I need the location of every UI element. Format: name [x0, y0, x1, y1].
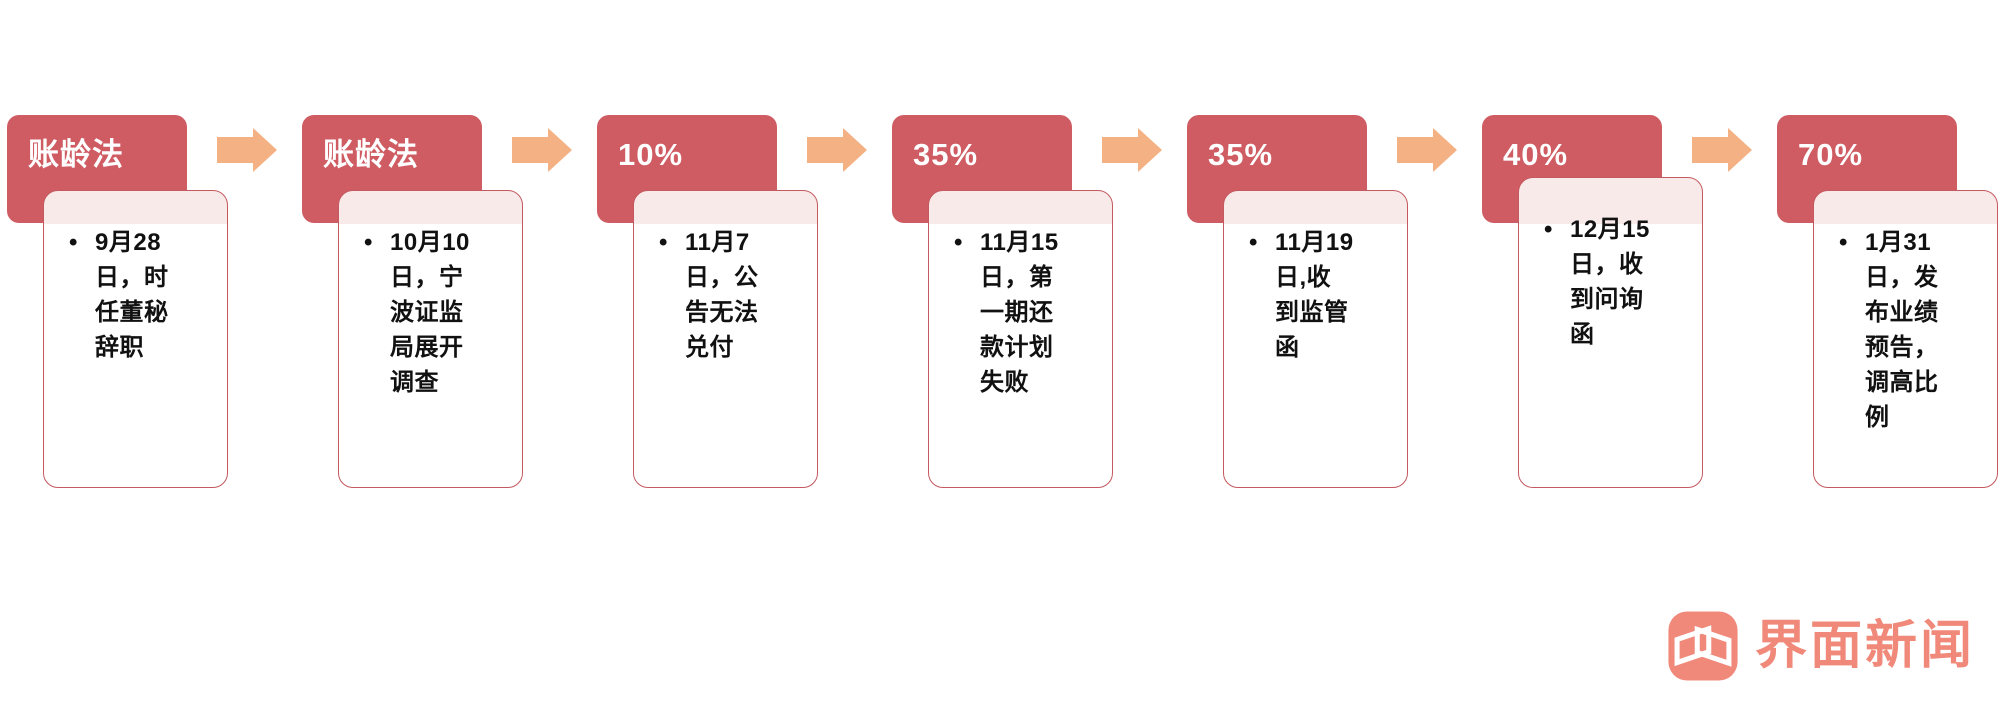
step-detail-text: 10月10 日，宁 波证监 局展开 调查: [390, 229, 470, 396]
arrow-right-icon: [1102, 128, 1162, 172]
step-header-label: 10%: [618, 137, 684, 172]
step-card: • 11月7 日，公 告无法 兑付: [633, 190, 818, 488]
step-bullet: •: [659, 229, 668, 256]
step-detail-text: 9月28 日，时 任董秘 辞职: [95, 229, 169, 361]
step-bullet: •: [954, 229, 963, 256]
step-header-label: 35%: [1208, 137, 1274, 172]
arrow-right-icon: [807, 128, 867, 172]
step-header-label: 账龄法: [28, 137, 124, 172]
step-card: • 9月28 日，时 任董秘 辞职: [43, 190, 228, 488]
brand-name: 界面新闻: [1755, 617, 1976, 675]
step-bullet-row: • 9月28 日，时 任董秘 辞职: [69, 225, 221, 365]
step-bullet-row: • 11月19 日,收 到监管 函: [1249, 225, 1401, 365]
step-bullet: •: [364, 229, 373, 256]
arrow-right-icon: [1397, 128, 1457, 172]
step-bullet: •: [1544, 216, 1553, 243]
flow-step: 10% • 11月7 日，公 告无法 兑付: [597, 0, 892, 711]
step-bullet-row: • 12月15 日，收 到问询 函: [1544, 212, 1696, 352]
step-bullet: •: [69, 229, 78, 256]
step-detail-text: 11月15 日，第 一期还 款计划 失败: [980, 229, 1059, 396]
step-header-label: 35%: [913, 137, 979, 172]
step-bullet: •: [1249, 229, 1258, 256]
arrow-right-icon: [1692, 128, 1752, 172]
step-detail-text: 12月15 日，收 到问询 函: [1570, 216, 1650, 348]
step-card: • 11月15 日，第 一期还 款计划 失败: [928, 190, 1113, 488]
step-detail-text: 11月19 日,收 到监管 函: [1275, 229, 1354, 361]
brand-logo: 界面新闻: [1667, 608, 1975, 684]
step-detail-text: 1月31 日，发 布业绩 预告， 调高比 例: [1865, 229, 1939, 431]
step-card: • 1月31 日，发 布业绩 预告， 调高比 例: [1813, 190, 1998, 488]
step-bullet-row: • 11月7 日，公 告无法 兑付: [659, 225, 811, 365]
flow-step: 70% • 1月31 日，发 布业绩 预告， 调高比 例: [1777, 0, 2005, 711]
jiemian-frames-icon: [1668, 611, 1738, 681]
arrow-right-icon: [217, 128, 277, 172]
step-detail-text: 11月7 日，公 告无法 兑付: [685, 229, 759, 361]
step-card: • 11月19 日,收 到监管 函: [1223, 190, 1408, 488]
flow-step: 35% • 11月19 日,收 到监管 函: [1187, 0, 1482, 711]
flow-step: 账龄法 • 9月28 日，时 任董秘 辞职: [7, 0, 302, 711]
flow-step: 35% • 11月15 日，第 一期还 款计划 失败: [892, 0, 1187, 711]
step-bullet-row: • 11月15 日，第 一期还 款计划 失败: [954, 225, 1106, 400]
step-card: • 12月15 日，收 到问询 函: [1518, 177, 1703, 488]
step-card: • 10月10 日，宁 波证监 局展开 调查: [338, 190, 523, 488]
step-header-label: 账龄法: [323, 137, 419, 172]
flow-step: 账龄法 • 10月10 日，宁 波证监 局展开 调查: [302, 0, 597, 711]
step-header-label: 70%: [1798, 137, 1864, 172]
flow-step: 40% • 12月15 日，收 到问询 函: [1482, 0, 1777, 711]
step-bullet-row: • 1月31 日，发 布业绩 预告， 调高比 例: [1839, 225, 1991, 435]
step-header-label: 40%: [1503, 137, 1569, 172]
step-bullet-row: • 10月10 日，宁 波证监 局展开 调查: [364, 225, 516, 400]
step-bullet: •: [1839, 229, 1848, 256]
arrow-right-icon: [512, 128, 572, 172]
